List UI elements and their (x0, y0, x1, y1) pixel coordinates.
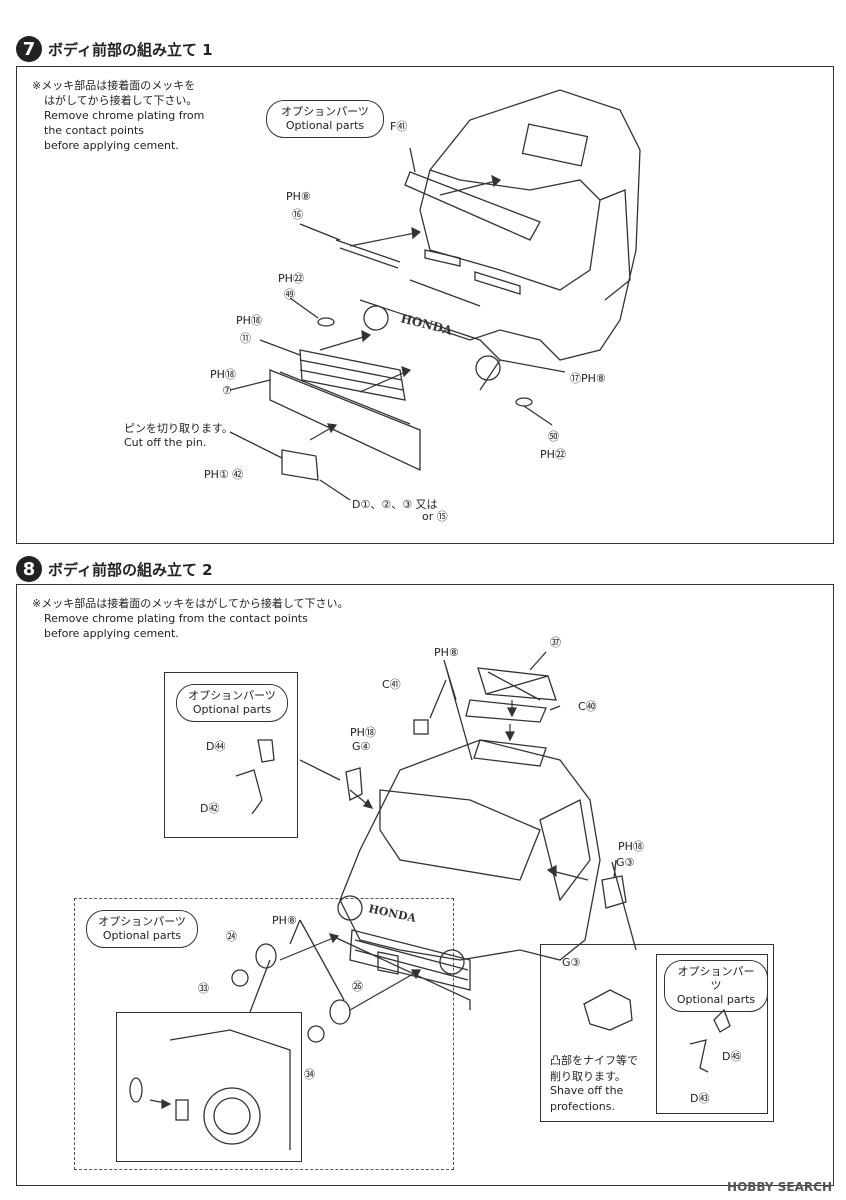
s8-label-ph8b: PH⑧ (272, 914, 297, 927)
s8-label-74: ㉞ (304, 1068, 315, 1081)
step7-note-en2: the contact points (44, 124, 144, 137)
s8-label-d42: D㊷ (200, 802, 220, 815)
step7-title: ボディ前部の組み立て 1 (48, 40, 213, 59)
s8-label-g3b: G③ (562, 956, 581, 969)
opt-jp: オプションパーツ (188, 689, 276, 702)
step8-optional-badge-1: オプションパーツ Optional parts (176, 684, 288, 722)
opt-jp: オプションパーツ (281, 105, 369, 118)
optional-lights-box (74, 898, 454, 1170)
pin-note-en: Cut off the pin. (124, 436, 207, 449)
label-ph92b: PH㉒ (540, 448, 566, 461)
step8-optional-badge-3: オプションパーツ Optional parts (664, 960, 768, 1012)
label-f41: F㊶ (390, 120, 408, 133)
s8-label-ph18b: PH⑱ (618, 840, 644, 853)
step8-header: 8 ボディ前部の組み立て 2 (16, 556, 213, 582)
watermark: HOBBY SEARCH (727, 1180, 832, 1194)
step8-note-jp: ※メッキ部品は接着面のメッキをはがしてから接着して下さい。 (32, 597, 349, 610)
label-ph18b: PH⑱ (210, 368, 236, 381)
shave-note-en2: profections. (550, 1100, 615, 1113)
opt-en: Optional parts (102, 929, 182, 942)
s8-label-d45: D㊺ (722, 1050, 742, 1063)
opt-jp: オプションパーツ (677, 965, 755, 992)
step8-note: ※メッキ部品は接着面のメッキをはがしてから接着して下さい。 Remove chr… (32, 596, 349, 641)
label-7: ⑦ (222, 384, 232, 397)
detail-box (116, 1012, 302, 1162)
shave-note-en1: Shave off the (550, 1084, 624, 1097)
label-ph92a: PH㉒ (278, 272, 304, 285)
step8-note-en2: before applying cement. (44, 627, 179, 640)
step7-optional-badge: オプションパーツ Optional parts (266, 100, 384, 138)
label-or15: or ⑮ (422, 510, 448, 523)
s8-label-72: ㊲ (550, 636, 561, 649)
opt-en: Optional parts (285, 119, 365, 132)
label-11: ⑪ (240, 332, 251, 345)
step7-note: ※メッキ部品は接着面のメッキを はがしてから接着して下さい。 Remove ch… (32, 78, 204, 153)
s8-label-d44: D㊹ (206, 740, 226, 753)
label-d-parts: D①、②、③ 又は (352, 498, 438, 511)
s8-label-66: ㉖ (352, 980, 363, 993)
step8-number: 8 (16, 556, 42, 582)
s8-label-73: ㉝ (198, 982, 209, 995)
shave-note-jp2: 削り取ります。 (550, 1070, 626, 1083)
s8-label-c41: C㊶ (382, 678, 401, 691)
opt-jp: オプションパーツ (98, 915, 186, 928)
step7-note-jp2: はがしてから接着して下さい。 (44, 94, 198, 107)
step7-panel (16, 66, 834, 544)
label-ph18a: PH⑱ (236, 314, 262, 327)
step8-note-en1: Remove chrome plating from the contact p… (44, 612, 308, 625)
label-16: ⑯ (292, 208, 303, 221)
label-ph1-42: PH① ㊷ (204, 468, 244, 481)
step7-note-jp1: ※メッキ部品は接着面のメッキを (32, 79, 196, 92)
label-79: ㊾ (284, 288, 295, 301)
step7-note-en3: before applying cement. (44, 139, 179, 152)
step7-header: 7 ボディ前部の組み立て 1 (16, 36, 213, 62)
s8-label-64: ㉔ (226, 930, 237, 943)
s8-label-ph18a: PH⑱ (350, 726, 376, 739)
shave-note-jp1: 凸部をナイフ等で (550, 1054, 638, 1067)
step8-honda-text: HONDA (367, 902, 417, 925)
s8-label-d43: D㊸ (690, 1092, 710, 1105)
step7-number: 7 (16, 36, 42, 62)
step8-optional-badge-2: オプションパーツ Optional parts (86, 910, 198, 948)
opt-en: Optional parts (676, 993, 756, 1006)
step7-note-en1: Remove chrome plating from (44, 109, 205, 122)
s8-label-c40: C㊵ (578, 700, 597, 713)
s8-label-g4: G④ (352, 740, 371, 753)
label-ph8a: PH⑧ (286, 190, 311, 203)
pin-note-jp: ピンを切り取ります。 (124, 422, 233, 435)
label-17: ⑰PH⑧ (570, 372, 606, 385)
label-80: ㊿ (548, 430, 559, 443)
s8-label-ph8a: PH⑧ (434, 646, 459, 659)
opt-en: Optional parts (192, 703, 272, 716)
step8-title: ボディ前部の組み立て 2 (48, 560, 213, 579)
s8-label-g3: G③ (616, 856, 635, 869)
